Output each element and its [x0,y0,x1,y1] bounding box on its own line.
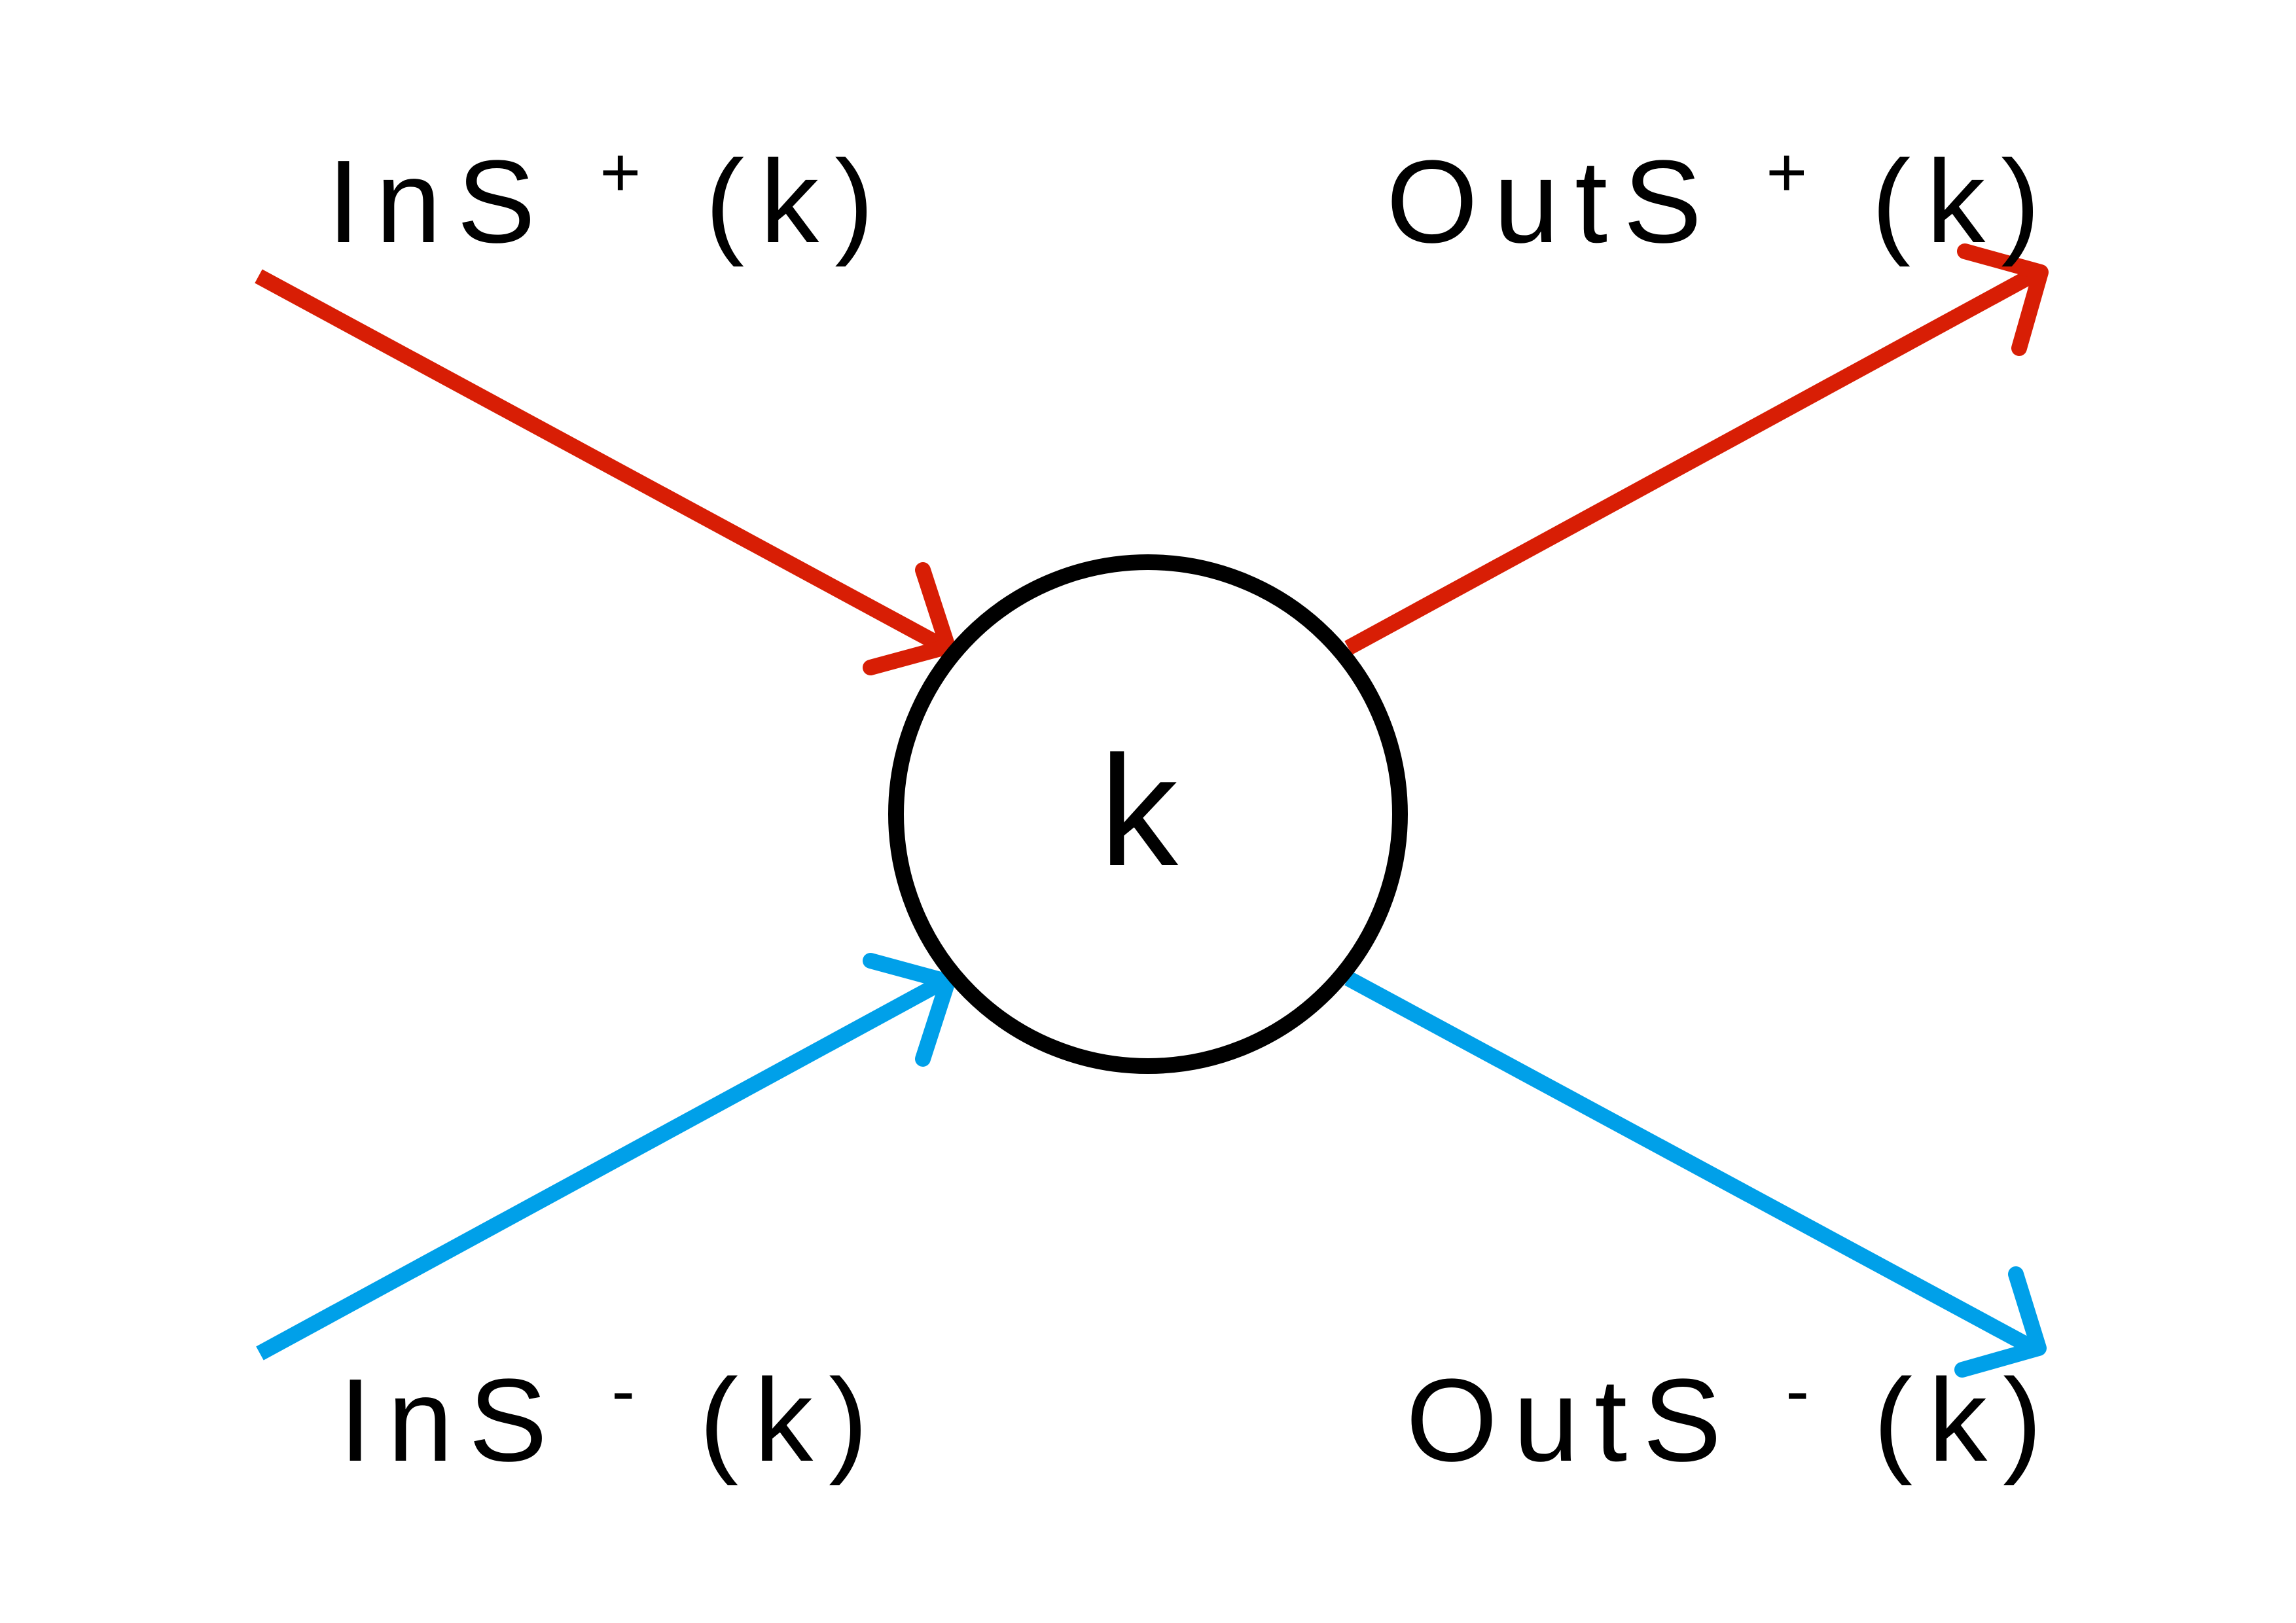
label-out-minus: OutS - (k) [1406,1309,2058,1486]
edge-out-plus-line [1344,266,2039,655]
label-in-minus: InS - (k) [339,1309,884,1486]
label-out-minus-sup: - [1785,1351,1825,1430]
label-in-minus-sup: - [611,1351,651,1430]
edge-out-minus-line [1344,971,2039,1357]
label-in-plus: InS + (k) [327,90,889,268]
edge-in-plus-line [255,269,950,655]
label-in-plus-sup: + [600,132,656,211]
edge-out-minus-arrowhead [1954,1266,2047,1378]
label-in-plus-arg: (k) [705,136,889,268]
label-out-plus-base: OutS [1386,136,1717,268]
edge-out-plus [1344,243,2049,655]
edge-out-plus-arrowhead [1957,243,2049,356]
label-out-plus: OutS + (k) [1386,90,2056,268]
label-out-plus-arg: (k) [1871,136,2056,268]
node-circle [888,554,1408,1074]
label-in-minus-arg: (k) [699,1355,884,1486]
label-in-minus-base: InS [339,1355,563,1486]
edge-in-minus [256,953,956,1361]
edge-out-minus [1344,971,2047,1378]
edge-in-plus-arrowhead [863,562,956,675]
node-label: k [1100,723,1179,899]
edge-in-plus [255,269,956,675]
label-out-minus-base: OutS [1406,1355,1737,1486]
label-out-minus-arg: (k) [1873,1355,2058,1486]
label-in-plus-base: InS [327,136,551,268]
node-k: k [888,554,1408,1074]
label-out-plus-sup: + [1766,132,1823,211]
edge-in-minus-line [256,973,950,1361]
edge-in-minus-arrowhead [863,953,956,1067]
